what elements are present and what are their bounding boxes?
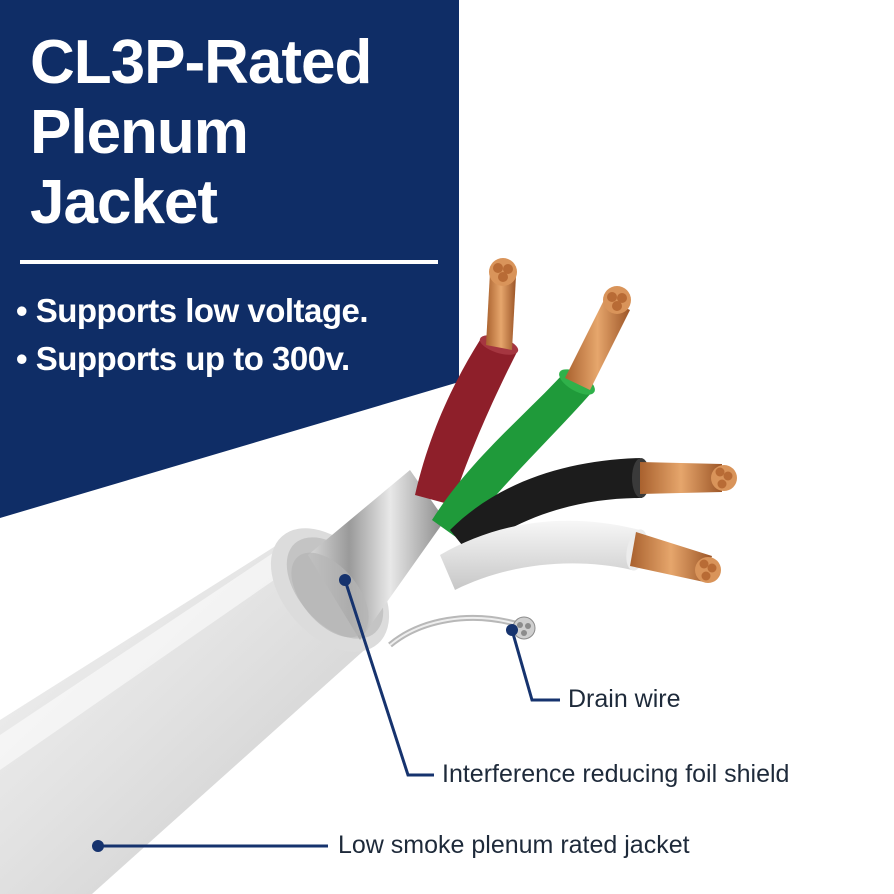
- bullet-low-voltage: • Supports low voltage.: [16, 292, 369, 329]
- red-wire: [415, 340, 518, 505]
- headline-line-1: CL3P-Rated: [30, 28, 372, 97]
- headline-divider: [20, 260, 438, 264]
- black-copper-strands: [640, 462, 722, 494]
- jacket-label: Low smoke plenum rated jacket: [338, 831, 690, 859]
- jacket-leader: [92, 840, 328, 852]
- headline-line-3: Jacket: [30, 168, 218, 237]
- white-wire: [440, 520, 640, 590]
- bullet-300v: • Supports up to 300v.: [16, 340, 350, 377]
- red-copper-strands: [486, 272, 516, 350]
- title-banner: [0, 0, 459, 518]
- foil-shield-leader: [339, 574, 434, 777]
- green-copper-strands: [565, 298, 630, 390]
- drain-wire-label: Drain wire: [568, 685, 681, 713]
- white-copper-strands: [630, 532, 712, 582]
- foil-shield-label: Interference reducing foil shield: [442, 760, 790, 788]
- cable-jacket: [0, 540, 380, 894]
- green-wire: [432, 375, 592, 540]
- drain-wire-leader: [506, 624, 560, 702]
- headline-line-2: Plenum: [30, 98, 249, 167]
- jacket-highlight: [0, 545, 300, 770]
